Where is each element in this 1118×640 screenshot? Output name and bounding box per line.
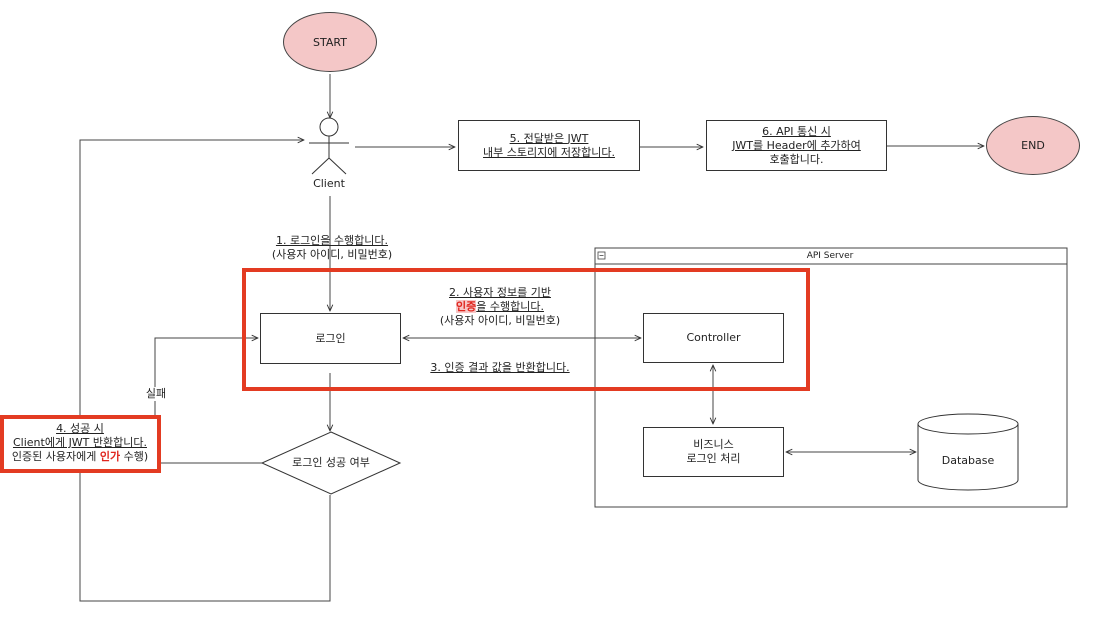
start-label: START (313, 35, 347, 49)
step2-auth-word: 인증 (456, 300, 477, 313)
collapse-icon (597, 251, 606, 260)
edge-success-loop (79, 140, 331, 602)
fail-label: 실패 (140, 387, 172, 401)
step4-label: 4. 성공 시 Client에게 JWT 반환합니다. 인증된 사용자에게 인가… (2, 422, 158, 464)
step6-line1: 6. API 통신 시 (762, 124, 831, 138)
business-logic-box: 비즈니스 로그인 처리 (643, 427, 784, 477)
step5-line1: 5. 전달받은 JWT (509, 131, 589, 145)
step1-line2: (사용자 아이디, 비밀번호) (271, 248, 393, 261)
end-node: END (986, 116, 1080, 175)
end-label: END (1021, 139, 1045, 152)
step3-label: 3. 인증 결과 값을 반환합니다. (430, 361, 570, 374)
client-actor-icon (309, 117, 349, 175)
step4-line2: Client에게 JWT 반환합니다. (12, 436, 147, 449)
step2-label: 2. 사용자 정보를 기반 인증을 수행합니다. (사용자 아이디, 비밀번호) (420, 286, 580, 328)
step4-authz-word: 인가 (99, 450, 121, 463)
business-line2: 로그인 처리 (686, 452, 741, 465)
start-node: START (283, 12, 377, 72)
decision-diamond (260, 431, 402, 495)
step5-box: 5. 전달받은 JWT 내부 스토리지에 저장합니다. (458, 120, 640, 171)
step6-line3: 호출합니다. (769, 152, 824, 166)
step4-line1: 4. 성공 시 (56, 422, 104, 435)
database-label: Database (941, 454, 995, 467)
step1-line1: 1. 로그인을 수행합니다. (275, 234, 389, 247)
step1-label: 1. 로그인을 수행합니다. (사용자 아이디, 비밀번호) (262, 234, 402, 262)
api-server-frame (594, 247, 1068, 508)
business-line1: 비즈니스 (693, 438, 734, 451)
api-server-title: API Server (806, 251, 854, 261)
step6-box: 6. API 통신 시 JWT를 Header에 추가하여 호출합니다. (706, 120, 887, 171)
step6-line2: JWT를 Header에 추가하여 (732, 138, 861, 152)
login-label: 로그인 (315, 331, 346, 345)
step2-line3: (사용자 아이디, 비밀번호) (439, 314, 561, 327)
step2-line1: 2. 사용자 정보를 기반 (449, 286, 551, 299)
step4-line3-start: 인증된 사용자에게 (11, 450, 100, 463)
controller-label: Controller (686, 331, 741, 344)
controller-box: Controller (643, 313, 784, 363)
step5-line2: 내부 스토리지에 저장합니다. (483, 145, 615, 159)
step4-highlight (0, 415, 161, 473)
database-cylinder (917, 413, 1019, 491)
step2-line2-rest: 을 수행합니다. (476, 300, 544, 313)
decision-label: 로그인 성공 여부 (292, 456, 370, 469)
client-label: Client (313, 177, 345, 190)
step4-line3-end: 수행) (120, 450, 149, 463)
auth-exchange-highlight (242, 268, 810, 391)
login-box: 로그인 (260, 313, 401, 364)
